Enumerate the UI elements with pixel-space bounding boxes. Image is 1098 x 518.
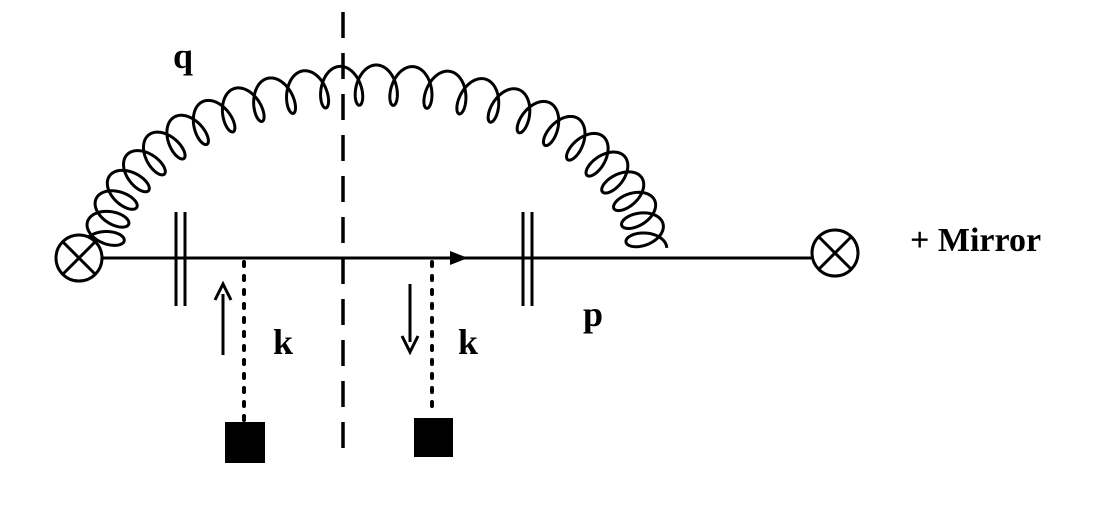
exchange-momentum-label-left: k [273,322,293,362]
gluon-loop [81,63,669,249]
arrow-down-icon [400,284,420,356]
exchange-momentum-label-right: k [458,322,478,362]
mirror-note: + Mirror [910,222,1041,259]
eikonal-cut-right [521,212,534,306]
eikonal-cut-left [174,212,187,306]
outgoing-momentum-label: p [583,294,603,334]
crossed-circle-vertex-icon [54,233,104,283]
arrow-up-icon [213,280,233,355]
crossed-circle-vertex-icon [810,228,860,278]
gluon-momentum-label: q [173,36,193,76]
filled-square-source-icon [225,422,265,463]
filled-square-source-icon [414,418,453,457]
arrow-right-icon [450,251,468,265]
